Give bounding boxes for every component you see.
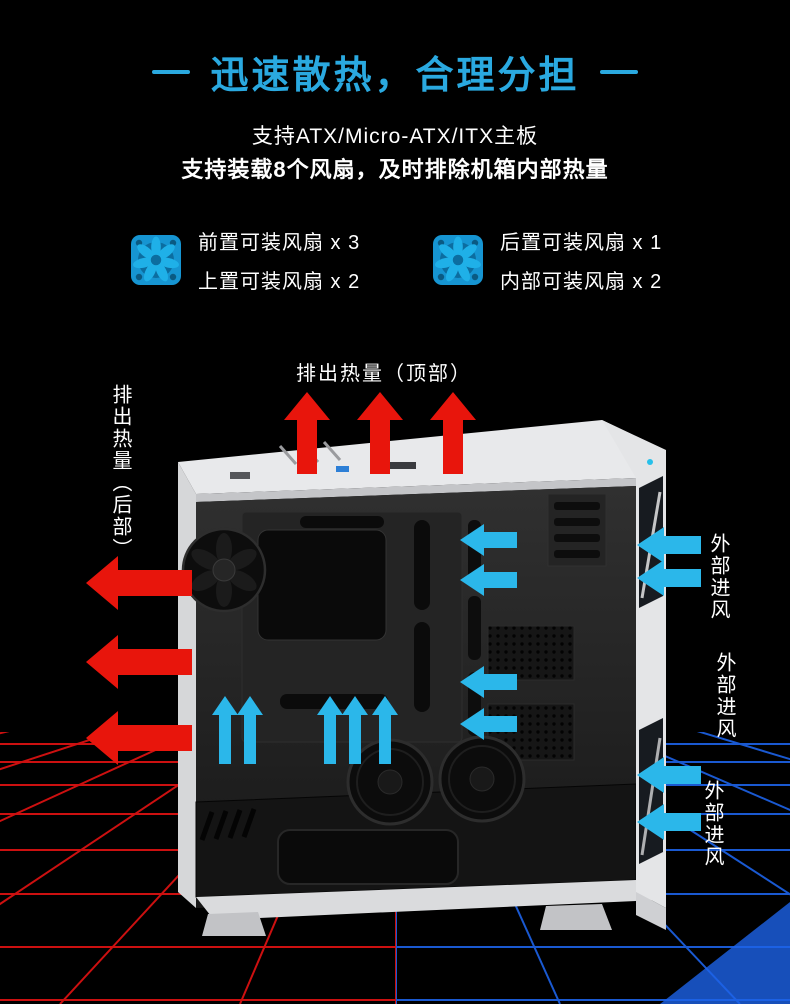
page-title: 迅速散热，合理分担 [210,55,580,97]
front-fans [346,735,526,826]
rear-exhaust-label: 排出热量（后部） [109,384,131,560]
grid-blue-corner [660,902,790,1004]
usb-port-icon [446,458,459,464]
fan-spec-rear: 后置可装风扇 x 1 [500,232,663,254]
case-top-panel [178,420,658,502]
external-intake-label: 外部进风 [701,780,723,868]
fan-icon [433,235,483,285]
fan-spec-rear-internal: 后置可装风扇 x 1 内部可装风扇 x 2 [432,226,662,294]
subtitle-fan-capacity: 支持装载8个风扇，及时排除机箱内部热量 [181,157,609,182]
page-header: 迅速散热，合理分担 [0,44,790,99]
pc-case-illustration [178,420,666,936]
fan-spec-top: 上置可装风扇 x 2 [198,271,361,293]
fan-spec-internal: 内部可装风扇 x 2 [500,271,663,293]
motherboard-tray [241,511,481,743]
power-led-icon [647,459,653,465]
fan-spec-front-top: 前置可装风扇 x 3 上置可装风扇 x 2 [130,226,360,294]
external-intake-label: 外部进风 [707,533,729,621]
case-base [196,880,658,936]
drive-bracket [547,493,607,567]
title-dash-right [599,69,638,74]
fan-icon [131,235,181,285]
case-rear-edge [178,462,196,908]
top-exhaust-label: 排出热量（顶部） [296,363,472,385]
psu-shroud [195,783,637,898]
subtitle-motherboard-support: 支持ATX/Micro-ATX/ITX主板 [251,125,539,148]
rear-fan [181,527,267,613]
usb-port-icon [336,466,349,472]
fan-spec-front: 前置可装风扇 x 3 [198,232,361,254]
title-dash-left [152,69,191,74]
external-intake-label: 外部进风 [713,652,735,740]
